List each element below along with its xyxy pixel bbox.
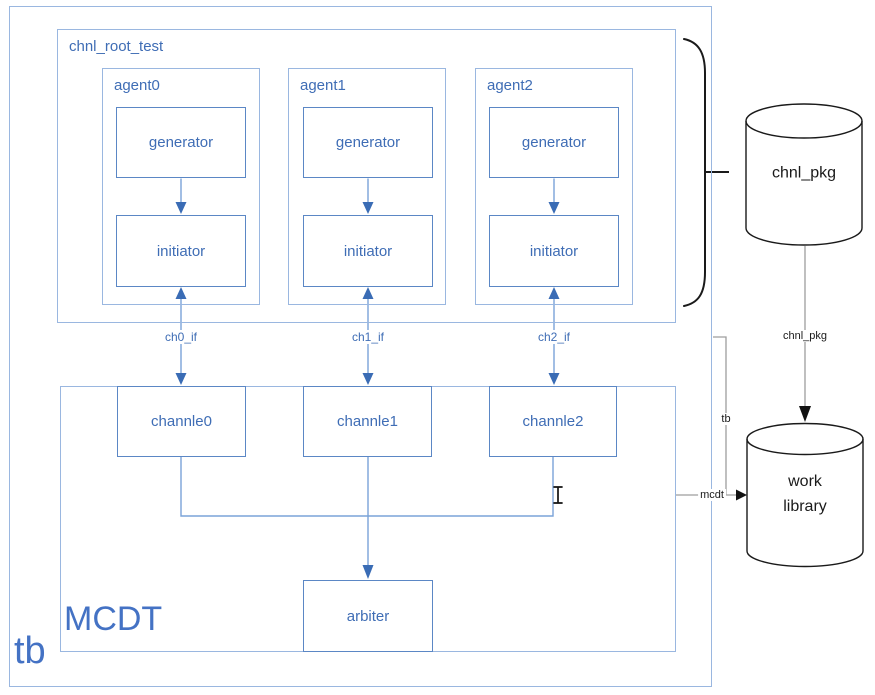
agent2-box: agent2 [475,68,633,305]
chnl-root-test-title: chnl_root_test [69,38,164,55]
mcdt-title: MCDT [64,600,163,638]
generator-label: generator [148,134,214,151]
agent1-initiator-box: initiator [303,215,433,287]
channel2-box: channle2 [489,386,617,457]
work-library-label: work library [783,470,827,520]
work-library-cylinder [746,422,864,568]
agent1-box: agent1 [288,68,446,305]
tb-label: tb [14,630,46,672]
agent0-generator-box: generator [116,107,246,178]
channel0-box: channle0 [117,386,246,457]
initiator-label: initiator [156,242,206,260]
channel1-label: channle1 [337,413,398,430]
channel1-box: channle1 [303,386,432,457]
agent2-title: agent2 [487,77,533,94]
work-library-line1: work [788,473,822,491]
chnl-root-test-box: chnl_root_test [57,29,676,323]
chnl-pkg-edge-label: chnl_pkg [780,330,830,342]
agent0-generator-to-initiator-arrow [175,178,187,214]
channel0-label: channle0 [151,413,212,430]
agent1-generator-to-initiator-arrow [362,178,374,214]
agent1-title: agent1 [300,77,346,94]
generator-label: generator [335,134,401,151]
agent2-generator-to-initiator-arrow [548,178,560,214]
ch1-if-label: ch1_if [348,330,388,344]
i-beam-cursor [553,486,563,504]
tb-container-box [9,6,712,687]
tb-edge-line [713,336,727,495]
channel2-label: channle2 [522,413,584,430]
channels-to-arbiter-connector [180,457,554,579]
grouping-brace [683,38,729,307]
agent0-initiator-box: initiator [116,215,246,287]
agent0-box: agent0 [102,68,260,305]
chnl-pkg-cylinder [745,103,863,246]
arbiter-box: arbiter [303,580,433,652]
generator-label: generator [521,134,587,151]
agent2-generator-box: generator [489,107,619,178]
tb-edge-label: tb [719,413,733,425]
agent0-title: agent0 [114,77,160,94]
initiator-label: initiator [343,242,393,260]
mcdt-edge-label: mcdt [698,489,726,501]
chnl-pkg-cylinder-label: chnl_pkg [771,164,837,182]
ch0-if-label: ch0_if [161,330,201,344]
agent2-initiator-box: initiator [489,215,619,287]
initiator-label: initiator [529,242,579,260]
chnl-pkg-edge-line [799,246,811,422]
work-library-line2: library [783,498,827,515]
arbiter-label: arbiter [346,607,390,625]
agent1-generator-box: generator [303,107,433,178]
ch2-if-label: ch2_if [534,330,574,344]
